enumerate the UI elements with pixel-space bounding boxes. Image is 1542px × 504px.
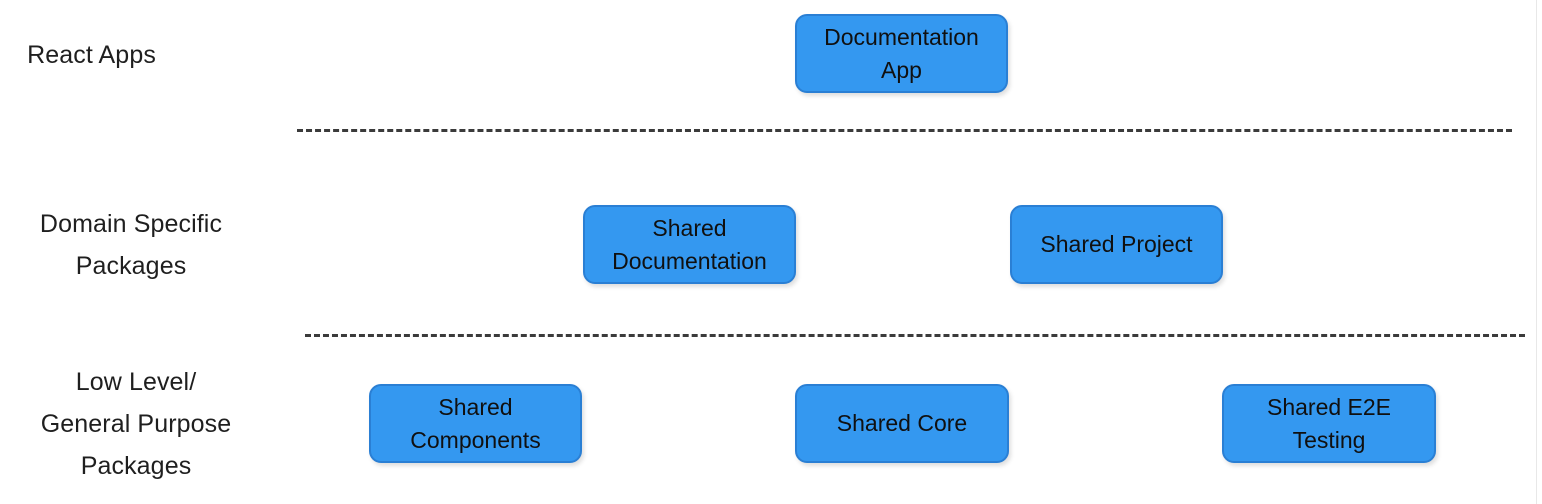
tier-label-domain-specific-packages: Domain Specific Packages (39, 210, 223, 280)
node-shared-project[interactable]: Shared Project (1010, 205, 1223, 284)
node-shared-components[interactable]: Shared Components (369, 384, 582, 463)
tier-label-react-apps: React Apps (27, 41, 156, 69)
node-shared-core[interactable]: Shared Core (795, 384, 1009, 463)
tier-label-low-level-general-purpose-packages: Low Level/ General Purpose Packages (40, 368, 232, 480)
node-shared-documentation[interactable]: Shared Documentation (583, 205, 796, 284)
node-documentation-app[interactable]: Documentation App (795, 14, 1008, 93)
page-edge-divider (1536, 0, 1537, 504)
node-shared-e2e-testing[interactable]: Shared E2E Testing (1222, 384, 1436, 463)
divider-domain-lowlevel (305, 334, 1525, 337)
divider-apps-domain (297, 129, 1512, 132)
